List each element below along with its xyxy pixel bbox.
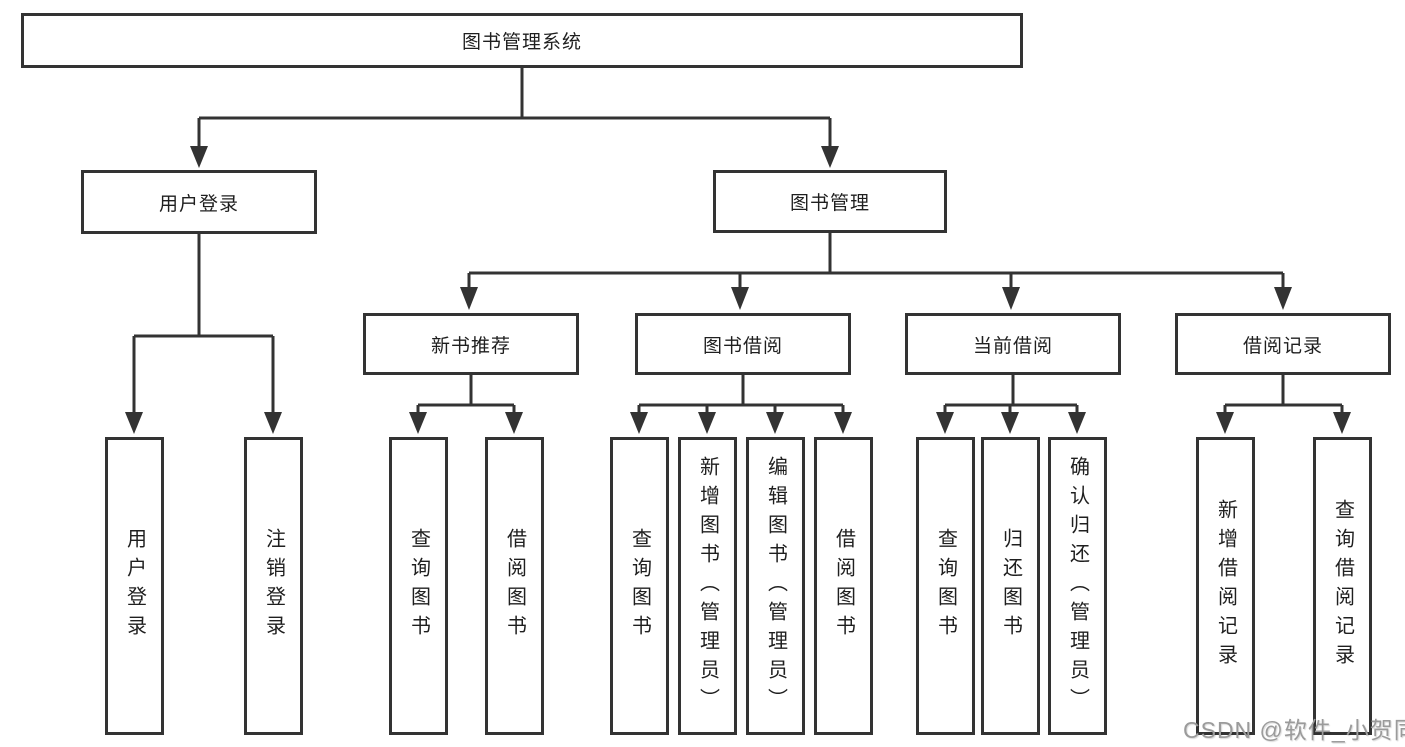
node-library-management-system: 图书管理系统 bbox=[21, 13, 1023, 68]
leaf-query-books-borrow: 查询图书 bbox=[610, 437, 669, 735]
leaf-add-books-admin: 新增图书（管理员） bbox=[678, 437, 737, 735]
leaf-query-books-current: 查询图书 bbox=[916, 437, 975, 735]
leaf-return-books: 归还图书 bbox=[981, 437, 1040, 735]
node-book-borrow: 图书借阅 bbox=[635, 313, 851, 375]
node-label: 图书管理系统 bbox=[461, 32, 582, 53]
leaf-label: 注销登录 bbox=[262, 528, 285, 644]
node-label: 用户登录 bbox=[158, 193, 239, 215]
leaf-label: 查询图书 bbox=[628, 528, 651, 644]
leaf-label: 确认归还（管理员） bbox=[1066, 455, 1089, 717]
leaf-label: 归还图书 bbox=[999, 528, 1022, 644]
leaf-label: 借阅图书 bbox=[832, 528, 855, 644]
leaf-label: 查询图书 bbox=[407, 528, 430, 644]
leaf-query-books-recommend: 查询图书 bbox=[389, 437, 448, 735]
node-label: 新书推荐 bbox=[430, 335, 511, 357]
node-user-login: 用户登录 bbox=[81, 170, 317, 234]
csdn-watermark: CSDN @软件_小贺同学 bbox=[1183, 717, 1405, 743]
node-label: 当前借阅 bbox=[972, 335, 1053, 357]
leaf-label: 借阅图书 bbox=[503, 528, 526, 644]
leaf-label: 查询图书 bbox=[934, 528, 957, 644]
leaf-logout: 注销登录 bbox=[244, 437, 303, 735]
leaf-user-login: 用户登录 bbox=[105, 437, 164, 735]
node-label: 借阅记录 bbox=[1242, 335, 1323, 357]
leaf-label: 编辑图书（管理员） bbox=[764, 455, 787, 717]
leaf-borrow-books: 借阅图书 bbox=[814, 437, 873, 735]
leaf-borrow-books-recommend: 借阅图书 bbox=[485, 437, 544, 735]
leaf-edit-books-admin: 编辑图书（管理员） bbox=[746, 437, 805, 735]
node-borrow-records: 借阅记录 bbox=[1175, 313, 1391, 375]
leaf-label: 新增图书（管理员） bbox=[696, 455, 719, 717]
leaf-label: 用户登录 bbox=[123, 528, 146, 644]
node-label: 图书借阅 bbox=[702, 335, 783, 357]
leaf-confirm-return-admin: 确认归还（管理员） bbox=[1048, 437, 1107, 735]
node-book-management: 图书管理 bbox=[713, 170, 947, 233]
leaf-query-borrow-record: 查询借阅记录 bbox=[1313, 437, 1372, 735]
node-label: 图书管理 bbox=[789, 193, 870, 214]
node-current-borrow: 当前借阅 bbox=[905, 313, 1121, 375]
leaf-label: 查询借阅记录 bbox=[1331, 499, 1354, 673]
node-new-book-recommend: 新书推荐 bbox=[363, 313, 579, 375]
leaf-label: 新增借阅记录 bbox=[1214, 499, 1237, 673]
leaf-add-borrow-record: 新增借阅记录 bbox=[1196, 437, 1255, 735]
